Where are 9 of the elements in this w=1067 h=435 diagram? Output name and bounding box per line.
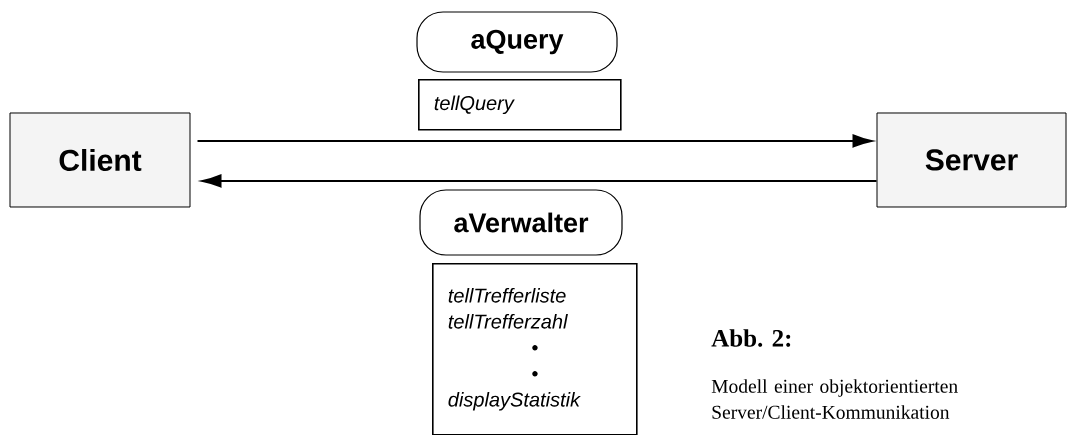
object-box: aQuery xyxy=(416,11,618,73)
caption-heading: Abb. 2: xyxy=(711,329,791,347)
object-box: aVerwalter xyxy=(419,189,623,256)
method-box: tellTrefferliste tellTrefferzahl • • displayStatistik xyxy=(432,263,638,435)
caption-text: Modell einer objektorientierten Server/Client-Kommunikation xyxy=(711,379,958,419)
arrow xyxy=(196,134,873,148)
method-box: tellQuery xyxy=(418,79,622,131)
system-box: Server xyxy=(876,112,1067,208)
system-box: Client xyxy=(9,112,191,208)
